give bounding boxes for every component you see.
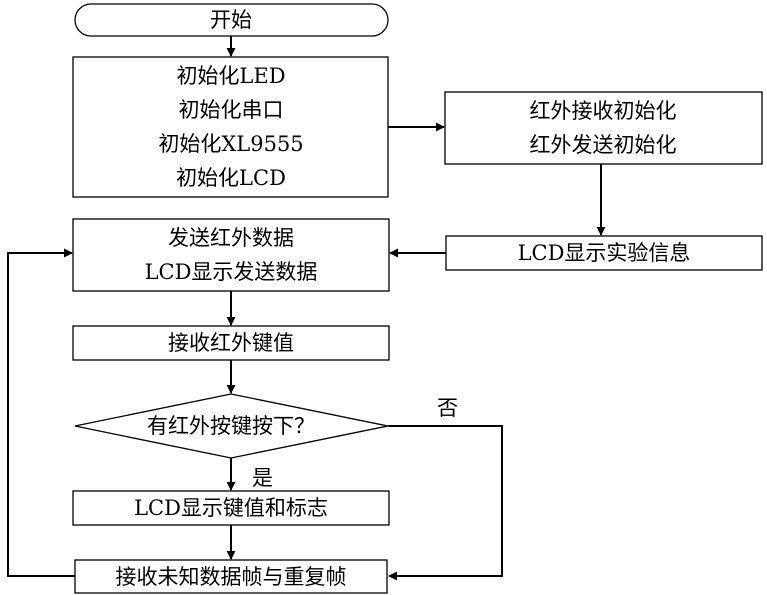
- ir-receive-init-label: 红外接收初始化: [530, 99, 677, 123]
- receive-key-label: 接收红外键值: [168, 331, 294, 355]
- display-key-label: LCD显示键值和标志: [134, 496, 328, 520]
- lcd-info-block: [445, 235, 763, 271]
- arrow-loop-back: [7, 248, 75, 577]
- init-lcd-label: 初始化LCD: [176, 166, 286, 190]
- display-key-block: [72, 490, 390, 526]
- init-uart-label: 初始化串口: [179, 98, 284, 122]
- init-xl9555-label: 初始化XL9555: [158, 132, 303, 156]
- receive-frames-label: 接收未知数据帧与重复帧: [116, 565, 347, 589]
- send-ir-label: 发送红外数据: [168, 226, 294, 250]
- yes-label: 是: [252, 466, 273, 490]
- receive-frames-block: [74, 559, 388, 594]
- lcd-send-label: LCD显示发送数据: [145, 260, 318, 284]
- ir-send-init-label: 红外发送初始化: [530, 133, 677, 157]
- start-label: 开始: [210, 8, 252, 32]
- send-block: [72, 218, 390, 292]
- init-led-label: 初始化LED: [176, 64, 285, 88]
- no-label: 否: [437, 396, 458, 420]
- lcd-info-label: LCD显示实验信息: [518, 241, 691, 265]
- decision-label: 有红外按键按下？: [147, 414, 315, 438]
- ir-init-block: [444, 91, 763, 165]
- init-block: [72, 56, 389, 198]
- arrow-decision-no: [388, 425, 503, 581]
